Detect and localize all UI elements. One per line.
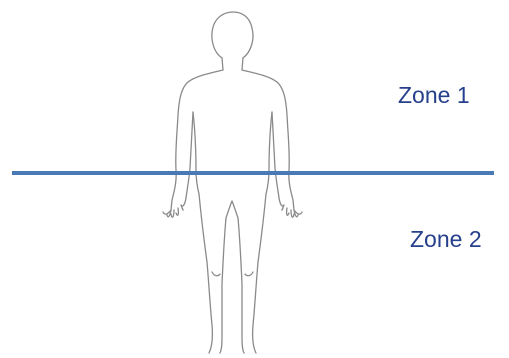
- zone-1-label: Zone 1: [398, 82, 470, 109]
- zone-divider-line: [12, 171, 494, 175]
- zone-2-label: Zone 2: [410, 226, 482, 253]
